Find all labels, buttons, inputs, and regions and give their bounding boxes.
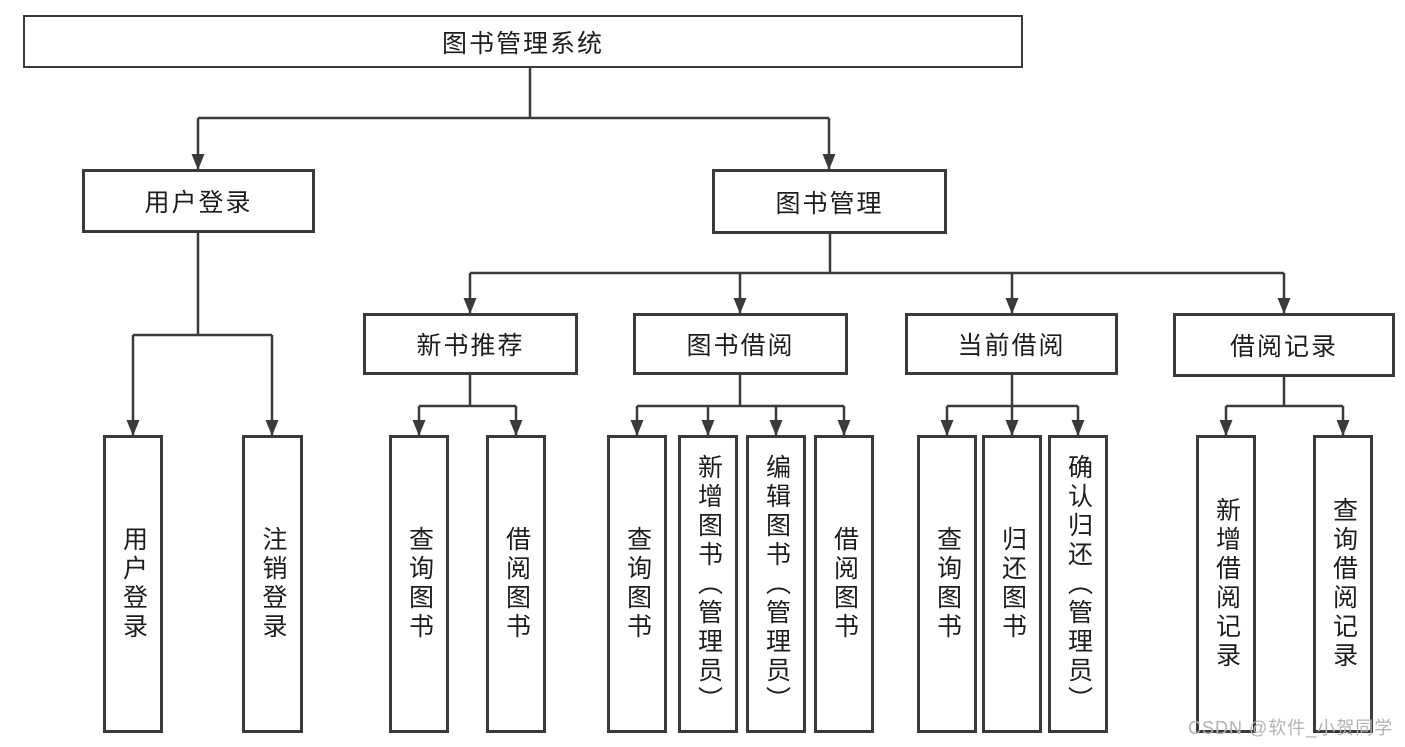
leaf-search-books-borrow-label: 查询图书 — [623, 526, 652, 642]
leaf-add-book-admin-label: 新增图书（管理员） — [694, 453, 723, 715]
leaf-borrow-books-borrow: 借阅图书 — [814, 435, 874, 733]
node-book-management-label: 图书管理 — [775, 189, 884, 218]
leaf-confirm-return-admin-label: 确认归还（管理员） — [1064, 453, 1093, 715]
node-root: 图书管理系统 — [23, 15, 1023, 68]
leaf-search-books-current: 查询图书 — [917, 435, 977, 733]
node-user-login: 用户登录 — [82, 169, 315, 233]
tree-rails — [133, 68, 1343, 408]
node-new-book-recommendation: 新书推荐 — [363, 313, 578, 375]
leaf-user-login-label: 用户登录 — [119, 526, 148, 642]
leaf-search-books-current-label: 查询图书 — [933, 526, 962, 642]
node-current-borrowing-label: 当前借阅 — [957, 332, 1066, 360]
node-root-label: 图书管理系统 — [441, 29, 604, 58]
node-book-management: 图书管理 — [712, 169, 947, 234]
leaf-search-borrow-record-label: 查询借阅记录 — [1329, 497, 1358, 671]
leaf-return-book: 归还图书 — [982, 435, 1042, 733]
leaf-logout-label: 注销登录 — [259, 526, 287, 642]
leaf-search-books-recommend: 查询图书 — [389, 435, 449, 733]
node-new-book-recommendation-label: 新书推荐 — [416, 332, 525, 360]
leaf-add-borrow-record-label: 新增借阅记录 — [1212, 497, 1241, 671]
csdn-watermark: CSDN @软件_小贺同学 — [1188, 718, 1394, 738]
leaf-edit-book-admin-label: 编辑图书（管理员） — [762, 453, 791, 715]
tree-arrows — [126, 118, 1350, 436]
leaf-logout: 注销登录 — [242, 435, 303, 733]
leaf-user-login: 用户登录 — [103, 435, 163, 733]
leaf-borrow-books-recommend: 借阅图书 — [486, 435, 546, 733]
leaf-edit-book-admin: 编辑图书（管理员） — [746, 435, 806, 733]
leaf-confirm-return-admin: 确认归还（管理员） — [1048, 435, 1108, 733]
leaf-borrow-books-borrow-label: 借阅图书 — [830, 526, 859, 642]
node-book-borrowing-label: 图书借阅 — [686, 332, 795, 360]
leaf-return-book-label: 归还图书 — [998, 526, 1027, 642]
leaf-search-borrow-record: 查询借阅记录 — [1313, 435, 1373, 733]
leaf-add-borrow-record: 新增借阅记录 — [1196, 435, 1256, 733]
node-book-borrowing: 图书借阅 — [633, 313, 848, 375]
node-user-login-label: 用户登录 — [144, 189, 253, 217]
leaf-add-book-admin: 新增图书（管理员） — [678, 435, 738, 733]
leaf-search-books-borrow: 查询图书 — [607, 435, 667, 733]
node-borrowing-records-label: 借阅记录 — [1229, 333, 1338, 361]
leaf-borrow-books-recommend-label: 借阅图书 — [502, 526, 531, 642]
leaf-search-books-recommend-label: 查询图书 — [405, 526, 434, 642]
node-borrowing-records: 借阅记录 — [1173, 313, 1395, 377]
node-current-borrowing: 当前借阅 — [905, 313, 1118, 375]
